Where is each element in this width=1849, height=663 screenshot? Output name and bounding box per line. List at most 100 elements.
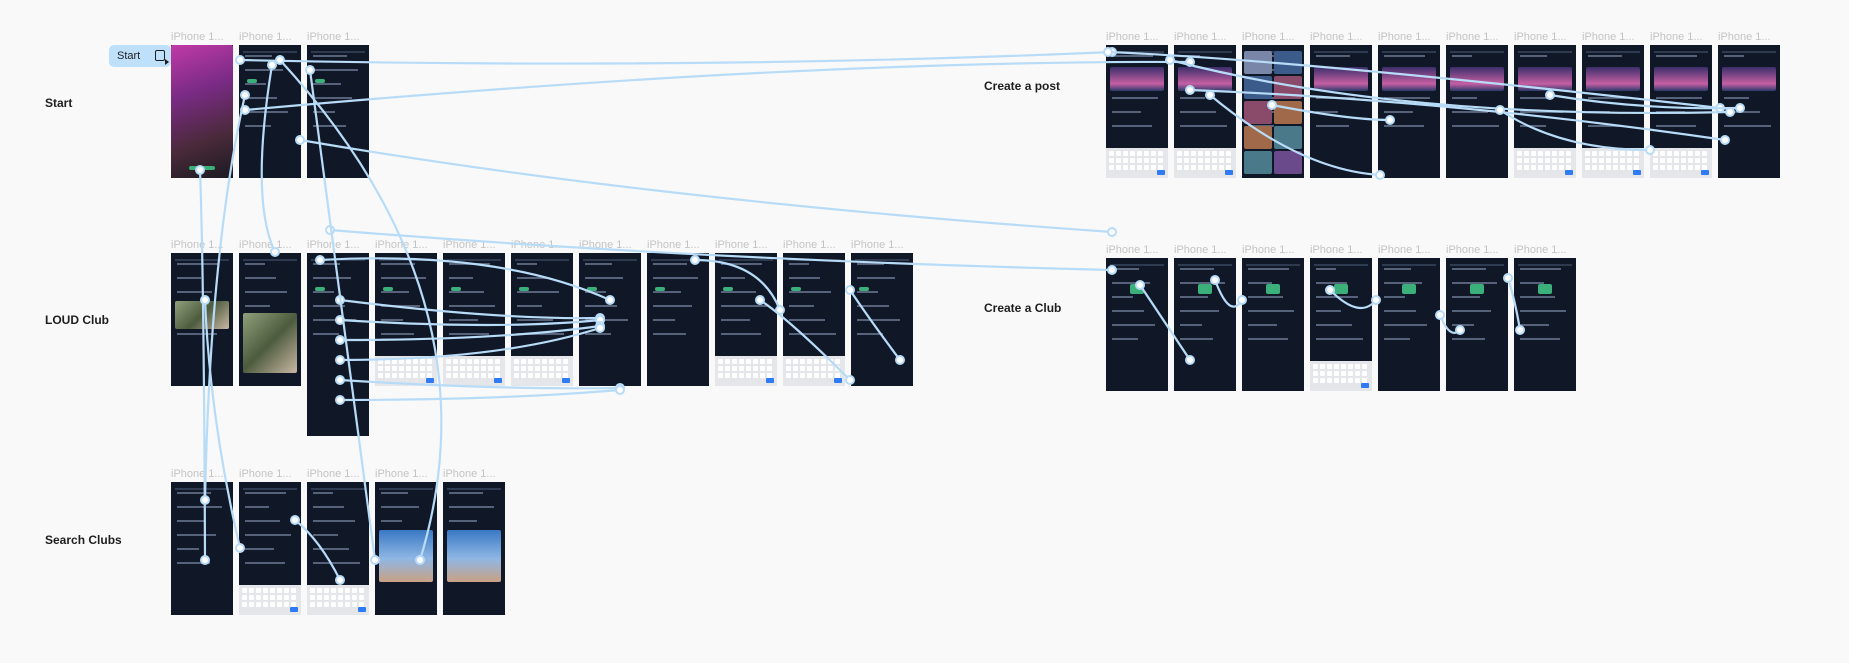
iphone-frame[interactable] [511, 253, 573, 386]
key[interactable] [495, 359, 500, 364]
key[interactable] [1552, 158, 1557, 163]
key[interactable] [481, 359, 486, 364]
key[interactable] [406, 366, 411, 371]
key[interactable] [1144, 158, 1149, 163]
iphone-frame[interactable] [1378, 45, 1440, 178]
key[interactable] [474, 373, 479, 378]
gallery-thumbnail[interactable] [1274, 126, 1302, 149]
key[interactable] [1538, 151, 1543, 156]
key[interactable] [277, 588, 282, 593]
key[interactable] [1538, 158, 1543, 163]
keyboard[interactable] [239, 585, 301, 615]
key[interactable] [1566, 158, 1571, 163]
key[interactable] [1517, 151, 1522, 156]
frame-title[interactable]: iPhone 1... [1582, 31, 1635, 43]
key[interactable] [542, 373, 547, 378]
key[interactable] [338, 588, 343, 593]
key[interactable] [359, 595, 364, 600]
iphone-frame[interactable] [443, 482, 505, 615]
key[interactable] [474, 359, 479, 364]
key[interactable] [1198, 165, 1203, 170]
key[interactable] [1552, 165, 1557, 170]
key[interactable] [1599, 158, 1604, 163]
key[interactable] [1634, 165, 1639, 170]
key[interactable] [828, 359, 833, 364]
key[interactable] [1524, 158, 1529, 163]
key[interactable] [835, 359, 840, 364]
key[interactable] [420, 359, 425, 364]
key[interactable] [746, 359, 751, 364]
gallery-thumbnail[interactable] [1244, 76, 1272, 99]
key[interactable] [420, 366, 425, 371]
key[interactable] [249, 588, 254, 593]
key[interactable] [1109, 151, 1114, 156]
frame-title[interactable]: iPhone 1... [715, 239, 768, 251]
frame-title[interactable]: iPhone 1... [239, 31, 292, 43]
key[interactable] [392, 359, 397, 364]
key[interactable] [1681, 151, 1686, 156]
keyboard[interactable] [1106, 148, 1168, 178]
iphone-frame[interactable] [1650, 45, 1712, 178]
key[interactable] [406, 359, 411, 364]
return-key[interactable] [1157, 170, 1165, 175]
key[interactable] [291, 602, 296, 607]
keyboard[interactable] [1582, 148, 1644, 178]
key[interactable] [1177, 158, 1182, 163]
key[interactable] [1660, 165, 1665, 170]
key[interactable] [277, 602, 282, 607]
key[interactable] [385, 366, 390, 371]
key[interactable] [1517, 165, 1522, 170]
key[interactable] [488, 359, 493, 364]
key[interactable] [345, 588, 350, 593]
frame-title[interactable]: iPhone 1... [1446, 31, 1499, 43]
keyboard[interactable] [783, 356, 845, 386]
iphone-frame[interactable] [239, 45, 301, 178]
key[interactable] [732, 366, 737, 371]
key[interactable] [481, 366, 486, 371]
frame-title[interactable]: iPhone 1... [647, 239, 700, 251]
frame-title[interactable]: iPhone 1... [171, 468, 224, 480]
key[interactable] [1151, 151, 1156, 156]
key[interactable] [345, 602, 350, 607]
key[interactable] [345, 595, 350, 600]
key[interactable] [1531, 158, 1536, 163]
key[interactable] [1545, 151, 1550, 156]
key[interactable] [1531, 165, 1536, 170]
key[interactable] [1191, 158, 1196, 163]
key[interactable] [1327, 364, 1332, 369]
key[interactable] [270, 588, 275, 593]
key[interactable] [1130, 165, 1135, 170]
key[interactable] [549, 359, 554, 364]
key[interactable] [535, 359, 540, 364]
key[interactable] [427, 359, 432, 364]
key[interactable] [467, 359, 472, 364]
gallery-thumbnail[interactable] [1274, 101, 1302, 124]
key[interactable] [1327, 378, 1332, 383]
key[interactable] [807, 359, 812, 364]
key[interactable] [1566, 151, 1571, 156]
key[interactable] [495, 366, 500, 371]
key[interactable] [1348, 378, 1353, 383]
key[interactable] [399, 359, 404, 364]
key[interactable] [324, 602, 329, 607]
key[interactable] [556, 366, 561, 371]
key[interactable] [807, 366, 812, 371]
iphone-frame[interactable] [1718, 45, 1780, 178]
key[interactable] [793, 359, 798, 364]
frame-title[interactable]: iPhone 1... [1514, 244, 1567, 256]
iphone-frame[interactable] [1582, 45, 1644, 178]
frame-title[interactable]: iPhone 1... [1514, 31, 1567, 43]
key[interactable] [725, 373, 730, 378]
key[interactable] [1116, 151, 1121, 156]
key[interactable] [1348, 364, 1353, 369]
key[interactable] [1524, 151, 1529, 156]
frame-title[interactable]: iPhone 1... [375, 239, 428, 251]
return-key[interactable] [766, 378, 774, 383]
frame-title[interactable]: iPhone 1... [307, 239, 360, 251]
key[interactable] [800, 373, 805, 378]
key[interactable] [270, 602, 275, 607]
key[interactable] [725, 359, 730, 364]
key[interactable] [1559, 158, 1564, 163]
key[interactable] [1334, 378, 1339, 383]
key[interactable] [1109, 165, 1114, 170]
